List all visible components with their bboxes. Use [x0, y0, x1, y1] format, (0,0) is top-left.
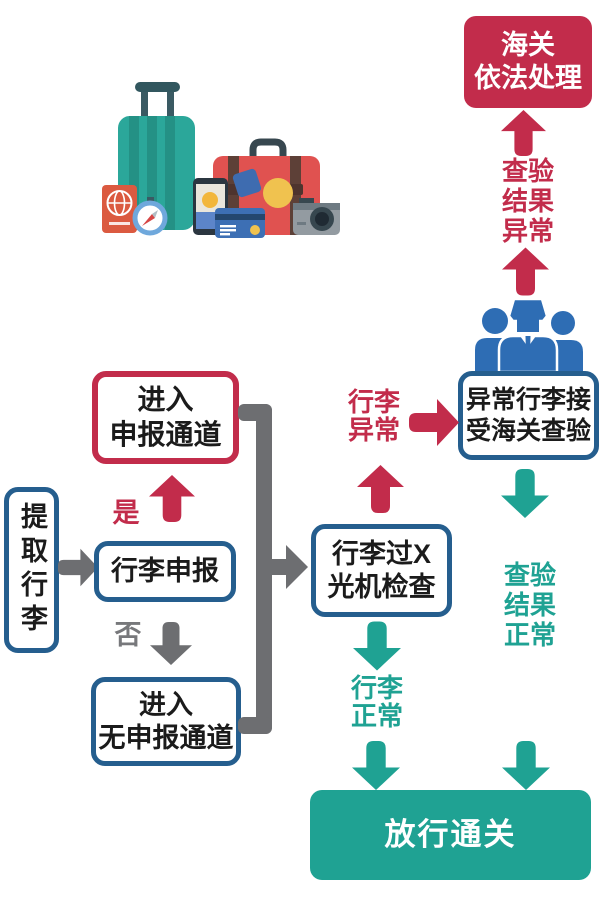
arrow-down-from-abnormal-inspect-icon: [501, 469, 549, 518]
baggage-declare-box: 行李申报: [94, 541, 236, 602]
claim-baggage-box: 提取行李: [4, 487, 59, 653]
abnormal-inspect-line2: 受海关查验: [465, 416, 591, 445]
no-declare-line1: 进入: [139, 689, 193, 720]
declare-channel-line1: 进入: [137, 384, 194, 416]
xray-line1: 行李过X: [331, 538, 431, 569]
yes-label: 是: [112, 498, 140, 528]
baggage-normal-label: 行李 正常: [350, 673, 403, 731]
release-label: 放行通关: [384, 817, 517, 853]
arrow-down-normal-to-release-icon: [352, 741, 400, 790]
declare-channel-line2: 申报通道: [109, 418, 222, 450]
result-normal-label: 查验 结果 正常: [503, 560, 556, 650]
customs-handle-box: 海关 依法处理: [464, 16, 592, 108]
claim-baggage-label: 提取行李: [16, 502, 47, 638]
arrow-up-xray-abnormal-icon: [357, 465, 404, 513]
baggage-abnormal-label: 行李 异常: [347, 387, 400, 445]
bracket-connector-to-xray-icon: [238, 404, 308, 734]
no-label: 否: [114, 620, 142, 650]
result-abnormal-label: 查验 结果 异常: [501, 156, 554, 246]
arrow-down-xray-normal-icon: [353, 621, 401, 671]
customs-handle-line2: 依法处理: [474, 63, 582, 93]
arrow-up-from-officers-icon: [502, 247, 549, 296]
xray-box: 行李过X 光机检查: [311, 524, 452, 617]
release-box: 放行通关: [310, 790, 591, 880]
baggage-declare-label: 行李申报: [111, 556, 219, 587]
xray-line2: 光机检查: [327, 571, 436, 602]
no-declare-line2: 无申报通道: [98, 722, 234, 753]
luggage-illustration-icon: [102, 82, 340, 238]
no-declare-channel-box: 进入 无申报通道: [91, 677, 241, 766]
arrow-down-result-normal-to-release-icon: [502, 741, 550, 790]
arrow-up-yes-icon: [149, 475, 195, 522]
abnormal-inspect-line1: 异常行李接: [465, 386, 591, 414]
arrow-right-claim-to-declare-icon: [58, 548, 98, 587]
arrow-right-abnormal-to-inspect-icon: [409, 399, 459, 446]
customs-handle-line1: 海关: [501, 30, 555, 61]
arrow-up-to-customs-handle-icon: [500, 110, 547, 156]
customs-officers-icon: [475, 297, 583, 372]
arrow-down-no-icon: [150, 622, 192, 665]
declare-channel-box: 进入 申报通道: [92, 371, 239, 464]
abnormal-inspect-box: 异常行李接 受海关查验: [458, 371, 599, 460]
